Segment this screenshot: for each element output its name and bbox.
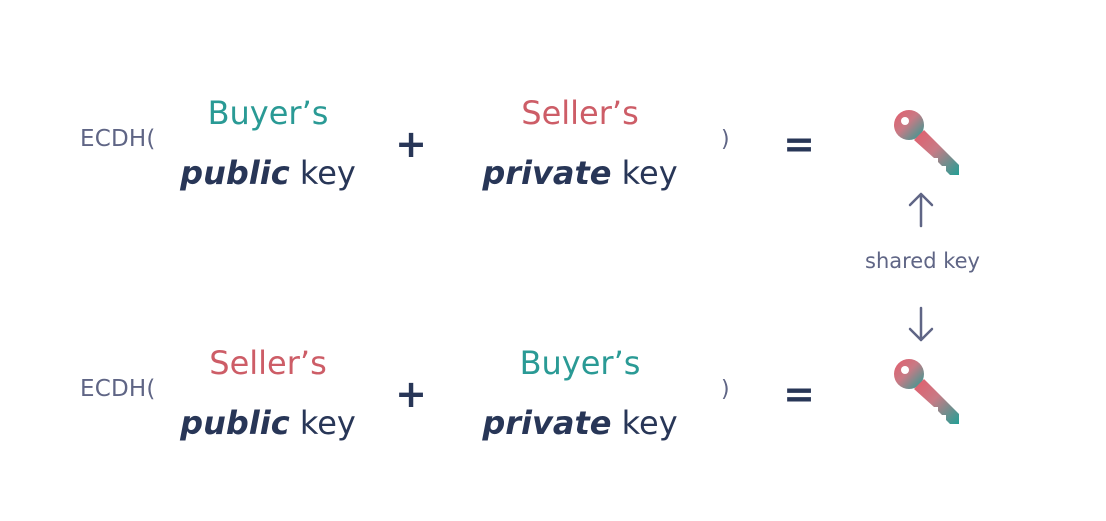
ecdh-prefix-row2: ECDH( [80,376,156,402]
close-paren-row1: ) [721,127,730,152]
private-key-label-row2: private key [450,404,710,442]
public-key-label-row2: public key [138,404,398,442]
private-word-row2: private [482,404,612,442]
public-word-row2: public [180,404,290,442]
ecdh-prefix-row1: ECDH( [80,126,156,152]
arrow-up-icon [908,192,934,228]
private-key-label-row1: private key [450,154,710,192]
close-paren-row2: ) [721,377,730,402]
buyer-label-row1: Buyer’s [207,94,329,132]
private-word-row1: private [482,154,612,192]
equals-sign-row2: = [783,372,815,416]
key-word-row2-right: key [621,404,678,442]
plus-sign-row1: + [395,122,427,166]
shared-key-label: shared key [865,249,980,273]
key-word-row2-left: key [299,404,356,442]
seller-label-row2: Seller’s [209,344,327,382]
key-icon [894,359,959,424]
buyer-label-row2: Buyer’s [519,344,641,382]
key-word-row1-left: key [299,154,356,192]
arrow-down-icon [908,306,934,342]
equals-sign-row1: = [783,122,815,166]
plus-sign-row2: + [395,372,427,416]
seller-label-row1: Seller’s [521,94,639,132]
public-word-row1: public [180,154,290,192]
key-word-row1-right: key [621,154,678,192]
key-icon [894,110,959,175]
public-key-label-row1: public key [138,154,398,192]
